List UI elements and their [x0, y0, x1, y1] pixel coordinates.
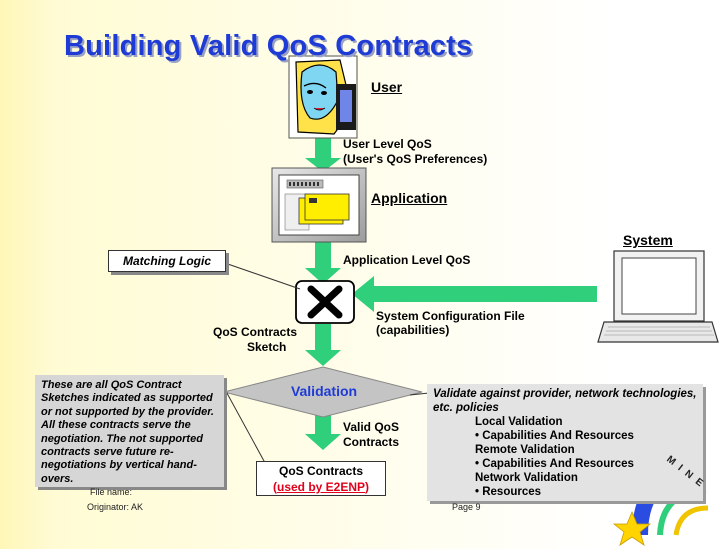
e2enp-link[interactable]: used by E2ENP	[276, 480, 366, 494]
right-note-remote: Remote Validation	[475, 444, 575, 456]
application-label: Application	[371, 190, 448, 206]
left-note: These are all QoS Contract Sketches indi…	[35, 375, 224, 487]
arrow-validation-to-contracts	[305, 414, 341, 450]
right-note: Validate against provider, network techn…	[427, 384, 703, 501]
system-label: System	[623, 232, 673, 248]
output-close-paren: )	[365, 480, 370, 494]
user-icon-frame	[288, 55, 358, 139]
footer-originator: Originator: AK	[87, 502, 144, 512]
validation-right-callout	[409, 392, 430, 396]
left-note-callout	[221, 383, 271, 473]
matching-logic-node	[295, 280, 355, 324]
right-note-remote-item: • Capabilities And Resources	[475, 458, 634, 470]
right-note-intro: Validate against provider, network techn…	[433, 388, 697, 414]
right-note-local: Local Validation	[475, 416, 563, 428]
arrow-user-to-app	[305, 138, 341, 172]
right-note-network-item: • Resources	[475, 486, 542, 498]
validation-label: Validation	[290, 383, 358, 399]
qos-contracts-sketch-label-1: QoS Contracts	[213, 325, 298, 339]
application-level-qos-label: Application Level QoS	[343, 253, 471, 267]
arrow-matching-to-validation	[305, 324, 341, 366]
system-config-label: System Configuration File	[376, 309, 525, 323]
user-preferences-label: (User's QoS Preferences)	[343, 152, 488, 166]
footer-file-name: File name:	[90, 487, 133, 497]
user-icon	[290, 57, 356, 137]
qos-contracts-output-box: QoS Contracts (used by E2ENP)	[256, 461, 386, 496]
qos-contracts-output-title: QoS Contracts	[278, 464, 363, 478]
right-note-local-item: • Capabilities And Resources	[475, 430, 634, 442]
output-open-paren: (	[272, 480, 277, 494]
qos-contracts-sketch-label-2: Sketch	[247, 340, 287, 354]
valid-qos-label-1: Valid QoS	[343, 420, 400, 434]
footer-page: Page 9	[452, 502, 481, 512]
system-capabilities-label: (capabilities)	[376, 323, 450, 337]
valid-qos-label-2: Contracts	[343, 435, 400, 449]
application-icon	[271, 167, 367, 243]
system-computer-icon	[597, 250, 719, 343]
matching-logic-box: Matching Logic	[108, 250, 226, 272]
right-note-network: Network Validation	[475, 472, 578, 484]
user-label: User	[371, 79, 403, 95]
arrow-system-to-matching	[352, 276, 597, 312]
matching-logic-callout	[221, 261, 301, 290]
user-level-qos-label: User Level QoS	[343, 137, 432, 151]
validation-diamond	[223, 366, 423, 418]
slide-title: Building Valid QoS Contracts	[64, 30, 473, 62]
